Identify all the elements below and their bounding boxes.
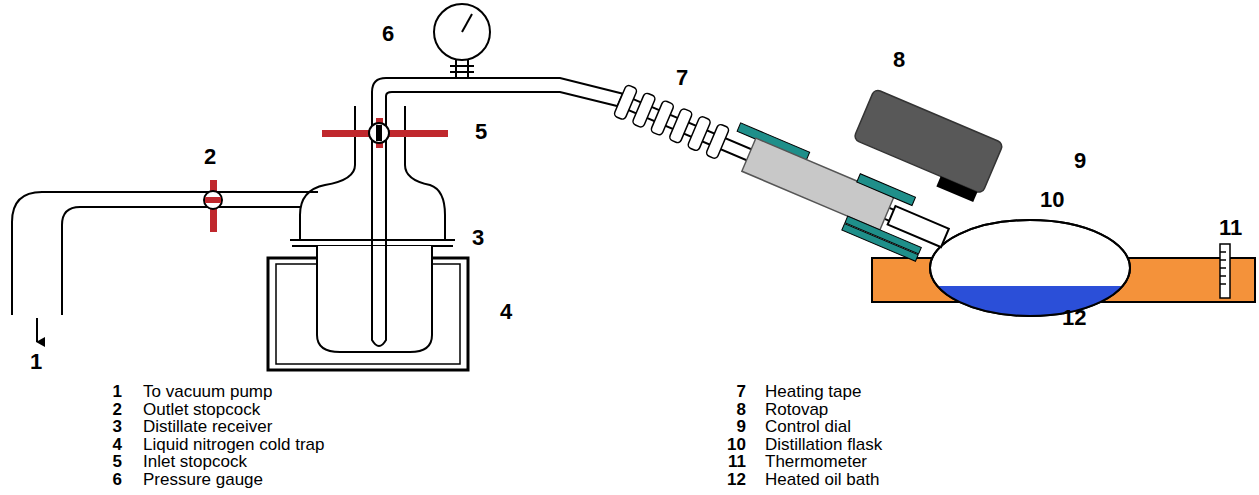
key-text: Liquid nitrogen cold trap [143,436,324,455]
key-number: 8 [716,401,746,420]
callout-number: 11 [1219,216,1242,240]
vapor-tube [372,78,624,100]
control-dial [936,176,977,202]
key-number: 6 [96,471,122,490]
pressure-gauge [434,4,490,60]
key-text: Rotovap [765,401,828,420]
flask-liquid [920,286,1140,326]
callout-number: 6 [382,22,394,46]
vacuum-tube [62,207,300,315]
callout-number: 1 [30,350,42,374]
condenser-clamp [842,224,918,262]
condenser-clamp [857,174,916,206]
key-number: 9 [716,418,746,437]
receiver-tube [317,246,432,352]
callout-number: 8 [893,48,905,72]
thermometer [1220,244,1230,298]
stopcock-bore [376,125,382,141]
flow-arrow [36,318,38,342]
flask-outline [930,220,1130,316]
key-number: 5 [96,453,122,472]
key-number: 7 [716,383,746,402]
stopcock-bore [205,197,221,203]
key-text: Thermometer [765,453,867,472]
key-number: 12 [716,471,746,490]
vacuum-tube [12,192,318,315]
key-text: Pressure gauge [143,471,263,490]
callout-number: 12 [1062,306,1086,330]
key-number: 1 [96,383,122,402]
heating-tape [613,84,729,159]
receiver-wall [405,106,445,240]
key-number: 10 [716,436,746,455]
key-text: Distillate receiver [143,418,272,437]
stopcock-barrel [204,191,222,209]
key-text: Outlet stopcock [143,401,260,420]
receiver-wall [300,106,355,240]
key-text: Inlet stopcock [143,453,247,472]
callout-number: 5 [475,120,487,144]
key-text: Distillation flask [765,436,882,455]
key-number: 4 [96,436,122,455]
callout-number: 3 [472,226,484,250]
rotovap-body [853,89,1003,194]
key-text: Control dial [765,418,851,437]
key-text: Heating tape [765,383,861,402]
stopcock-barrel [369,123,389,143]
callout-number: 10 [1040,188,1064,212]
gauge-needle [462,14,472,32]
callout-number: 9 [1074,149,1086,173]
key-number: 11 [716,453,746,472]
vapor-tube [386,92,617,106]
callout-number: 4 [500,300,512,324]
key-number: 2 [96,401,122,420]
key-text: Heated oil bath [765,471,879,490]
callout-number: 2 [204,145,216,169]
callout-number: 7 [676,66,688,90]
key-number: 3 [96,418,122,437]
gauge-fitting [450,60,474,78]
key-text: To vacuum pump [143,383,272,402]
